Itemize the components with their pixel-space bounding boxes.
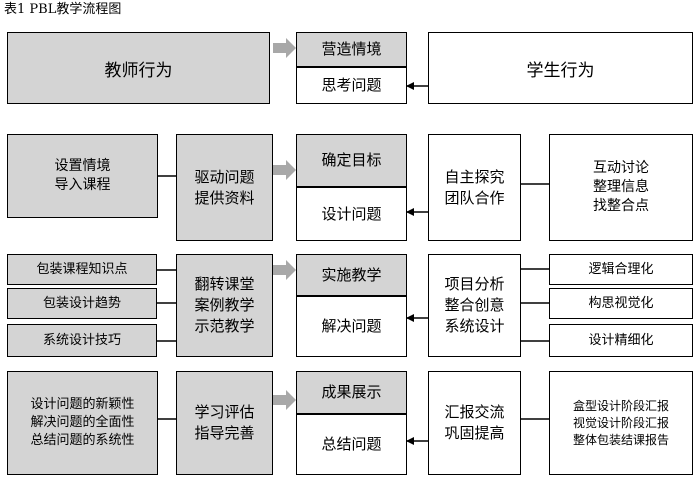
teacher-action-box-3: 翻转课堂 案例教学 示范教学	[176, 254, 273, 357]
center-top-box-4: 成果展示	[296, 371, 407, 414]
left-item-box-3a: 包装课程知识点	[7, 254, 157, 285]
teacher-to-center-arrow-2	[273, 160, 296, 180]
right-item-box-3c: 设计精细化	[549, 324, 693, 357]
center-top-box-3: 实施教学	[296, 254, 407, 296]
teacher-behavior-box: 教师行为	[7, 32, 270, 104]
left-item-box-3c: 系统设计技巧	[7, 324, 157, 357]
center-bottom-box-2: 设计问题	[296, 187, 407, 241]
center-bottom-box-1: 思考问题	[296, 67, 407, 104]
right-item-box-3b: 构思视觉化	[549, 288, 693, 319]
right-item-box-3a: 逻辑合理化	[549, 254, 693, 285]
center-top-box-1: 营造情境	[296, 32, 407, 67]
student-action-box-2: 自主探究 团队合作	[428, 134, 521, 241]
left-item-box-4: 设计问题的新颖性 解决问题的全面性 总结问题的系统性	[7, 371, 158, 475]
teacher-to-center-arrow-4	[273, 390, 296, 410]
student-behavior-box: 学生行为	[428, 32, 693, 104]
teacher-to-center-arrow-3	[273, 260, 296, 280]
center-bottom-box-4: 总结问题	[296, 414, 407, 475]
left-item-box-3b: 包装设计趋势	[7, 288, 157, 319]
teacher-action-box-4: 学习评估 指导完善	[176, 371, 273, 475]
diagram-title: 表1 PBL教学流程图	[4, 2, 122, 17]
center-top-box-2: 确定目标	[296, 134, 407, 187]
right-item-box-2: 互动讨论 整理信息 找整合点	[549, 134, 693, 241]
teacher-to-center-arrow-1	[273, 38, 296, 58]
right-item-box-4: 盒型设计阶段汇报 视觉设计阶段汇报 整体包装结课报告	[549, 371, 693, 475]
center-bottom-box-3: 解决问题	[296, 296, 407, 357]
student-action-box-4: 汇报交流 巩固提高	[428, 371, 521, 475]
teacher-action-box-2: 驱动问题 提供资料	[176, 134, 273, 241]
left-item-box-2: 设置情境 导入课程	[7, 134, 158, 218]
student-action-box-3: 项目分析 整合创意 系统设计	[428, 254, 521, 357]
